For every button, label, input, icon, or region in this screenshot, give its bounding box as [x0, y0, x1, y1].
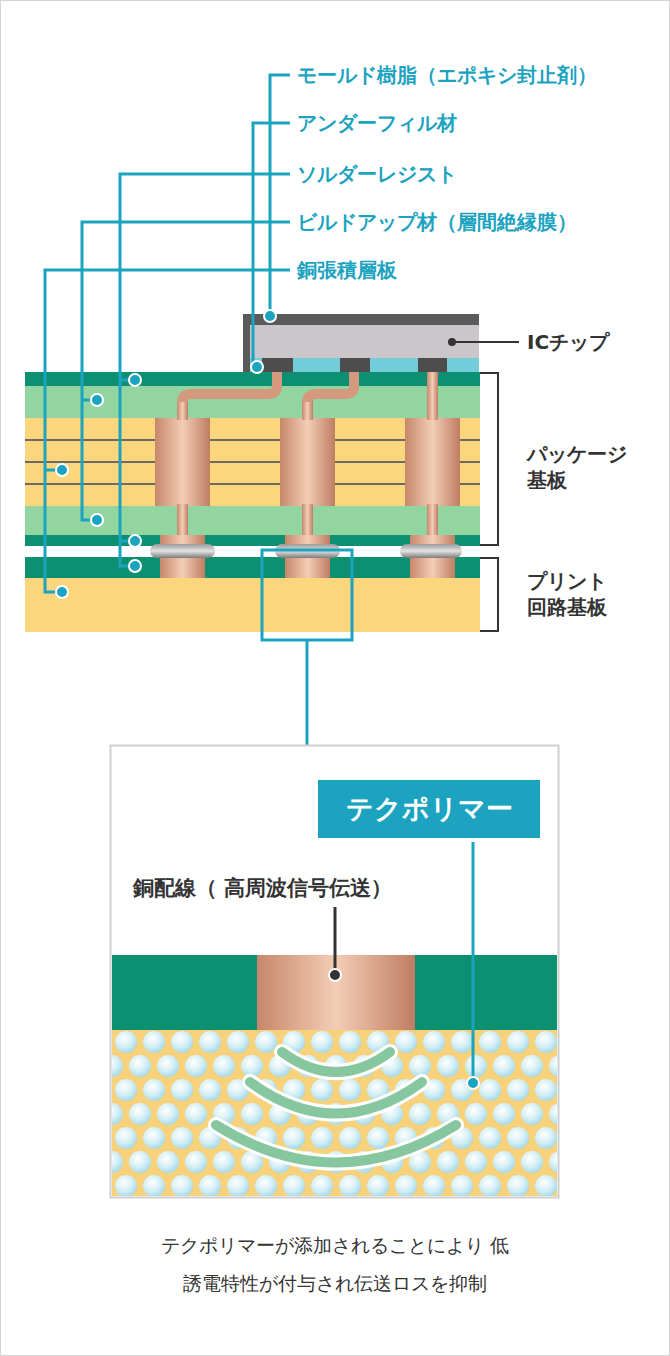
box-text: テクポリマー: [346, 792, 513, 826]
leader-lines: [45, 75, 290, 592]
component-label: パッケージ基板: [527, 441, 635, 493]
ic-chip: [243, 314, 479, 372]
package-substrate: [25, 372, 480, 546]
part-label: ビルドアップ材（層間絶縁膜）: [297, 209, 577, 235]
printed-circuit-board: [25, 557, 480, 632]
part-label: ソルダーレジスト: [297, 161, 457, 187]
zoom-marker: [262, 550, 352, 640]
caption: テクポリマーが添加されることにより 低誘電特性が付与され伝送ロスを抑制: [160, 1226, 510, 1302]
label-box: テクポリマー: [318, 780, 540, 838]
wire-label: 銅配線（ 高周波信号伝送）: [133, 874, 392, 902]
component-label: ICチップ: [527, 329, 657, 355]
zoom-panel: [111, 746, 559, 1198]
zoom-line: [306, 640, 309, 745]
copper-vias: [155, 372, 460, 546]
part-label: アンダーフィル材: [297, 110, 457, 136]
part-label: 銅張積層板: [297, 257, 397, 283]
part-label: モールド樹脂（エポキシ封止剤）: [297, 62, 597, 88]
ic-leader: [449, 339, 519, 345]
brackets: [480, 373, 498, 631]
component-label: プリント回路基板: [527, 568, 615, 620]
leader-dots: [56, 310, 276, 598]
